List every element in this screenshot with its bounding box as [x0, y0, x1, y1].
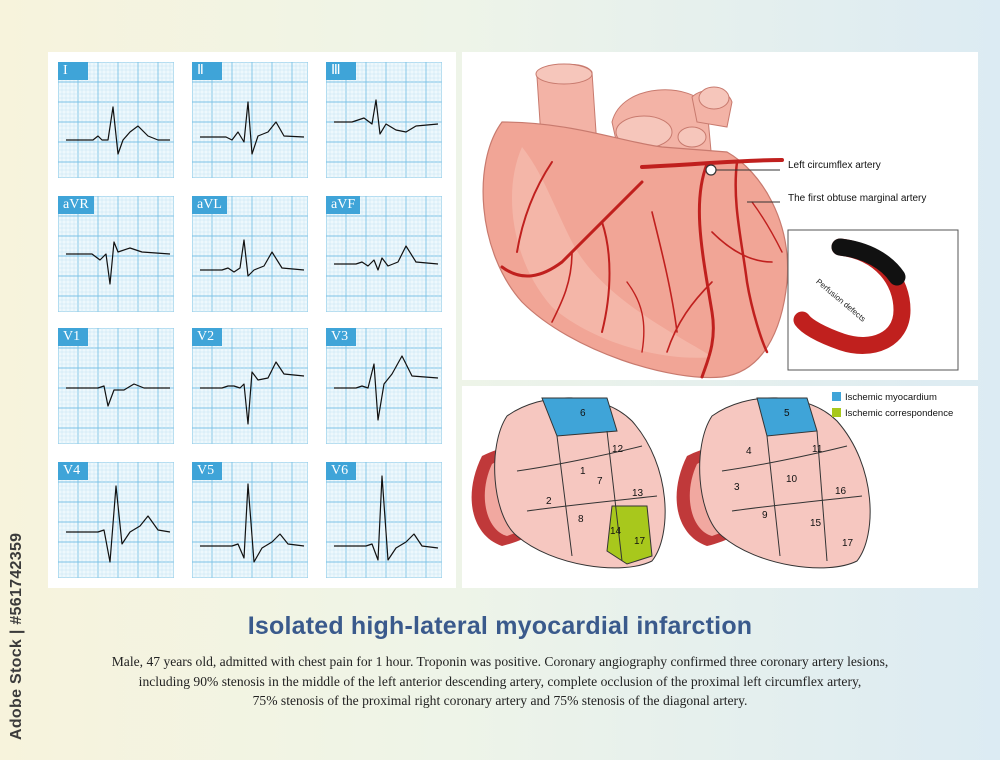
description-line-2: including 90% stenosis in the middle of …	[138, 673, 862, 689]
ecg-trace	[66, 485, 171, 563]
ecg-lead-label: aVL	[192, 196, 227, 214]
segment-number-right: 10	[786, 474, 798, 485]
ecg-lead-label: aVF	[326, 196, 361, 214]
ecg-lead-label: Ⅲ	[326, 62, 356, 80]
heart-illustration-panel: Left circumflex artery The first obtuse …	[462, 52, 978, 380]
ecg-lead-avr: aVR	[58, 196, 174, 312]
case-description: Male, 47 years old, admitted with chest …	[60, 652, 940, 711]
ecg-trace	[200, 483, 305, 563]
ecg-trace	[200, 101, 305, 155]
ecg-lead-label: V6	[326, 462, 356, 480]
ecg-lead-i: I	[58, 62, 174, 178]
heart-illustration	[482, 63, 959, 379]
ecg-lead-v3: V3	[326, 328, 442, 444]
ecg-trace	[66, 241, 171, 285]
ecg-grid	[326, 328, 442, 444]
ecg-lead-ⅱ: Ⅱ	[192, 62, 308, 178]
ecg-lead-avl: aVL	[192, 196, 308, 312]
ecg-grid	[192, 462, 308, 578]
ecg-lead-label: I	[58, 62, 88, 80]
ecg-lead-v5: V5	[192, 462, 308, 578]
occlusion-marker	[705, 164, 717, 176]
ecg-lead-avf: aVF	[326, 196, 442, 312]
ecg-lead-label: V2	[192, 328, 222, 346]
ecg-lead-ⅲ: Ⅲ	[326, 62, 442, 178]
segment-number-right: 15	[810, 518, 822, 529]
left-ventricle-view-left	[471, 397, 666, 569]
segment-number-right: 4	[746, 446, 752, 457]
ecg-trace	[66, 383, 170, 407]
ecg-trace	[200, 239, 305, 277]
stock-watermark: Adobe Stock | #561742359	[8, 532, 25, 740]
ecg-grid	[326, 462, 442, 578]
ecg-lead-v4: V4	[58, 462, 174, 578]
segment-number-right: 9	[762, 510, 768, 521]
callout-left-circumflex-artery: Left circumflex artery	[788, 160, 881, 171]
left-ventricle-view-right	[676, 397, 871, 569]
segment-number-right: 11	[812, 444, 823, 455]
ecg-lead-v2: V2	[192, 328, 308, 444]
ecg-lead-label: V3	[326, 328, 356, 346]
segment-number-left: 14	[610, 526, 622, 537]
segment-number-left: 6	[580, 408, 586, 419]
ecg-grid	[192, 62, 308, 178]
segment-number-right: 5	[784, 408, 790, 419]
segment-number-right: 17	[842, 538, 854, 549]
segment-number-right: 3	[734, 482, 740, 493]
segment-number-left: 1	[580, 466, 586, 477]
ecg-lead-label: V5	[192, 462, 222, 480]
legend-ischemic-myocardium: Ischemic myocardium	[832, 392, 937, 403]
segment-number-left: 17	[634, 536, 646, 547]
description-line-3: 75% stenosis of the proximal right coron…	[252, 693, 748, 708]
ecg-lead-label: V1	[58, 328, 88, 346]
ecg-trace	[334, 475, 439, 561]
segment-number-left: 8	[578, 514, 584, 525]
ecg-lead-v6: V6	[326, 462, 442, 578]
ecg-trace	[200, 361, 305, 425]
ecg-lead-label: V4	[58, 462, 88, 480]
ecg-trace	[334, 355, 439, 421]
ecg-grid	[58, 196, 174, 312]
ecg-grid	[58, 62, 174, 178]
ecg-grid	[58, 328, 174, 444]
description-line-1: Male, 47 years old, admitted with chest …	[111, 654, 889, 669]
segment-number-left: 7	[597, 476, 603, 487]
ecg-grid	[192, 328, 308, 444]
legend-swatch-green	[832, 408, 841, 417]
legend-swatch-blue	[832, 392, 841, 401]
ecg-trace	[334, 99, 439, 135]
ecg-lead-label: Ⅱ	[192, 62, 222, 80]
legend-ischemic-correspondence: Ischemic correspondence	[832, 408, 953, 419]
segment-number-right: 16	[835, 486, 847, 497]
segment-number-left: 12	[612, 444, 624, 455]
ecg-lead-v1: V1	[58, 328, 174, 444]
callout-first-obtuse-marginal-artery: The first obtuse marginal artery	[788, 193, 927, 204]
ecg-grid	[192, 196, 308, 312]
segment-number-left: 13	[632, 488, 644, 499]
ecg-grid	[326, 62, 442, 178]
ecg-trace	[334, 245, 439, 271]
segment-number-left: 2	[546, 496, 552, 507]
ecg-lead-label: aVR	[58, 196, 94, 214]
ecg-trace	[66, 106, 170, 155]
figure-title: Isolated high-lateral myocardial infarct…	[247, 612, 753, 640]
ecg-grid	[326, 196, 442, 312]
